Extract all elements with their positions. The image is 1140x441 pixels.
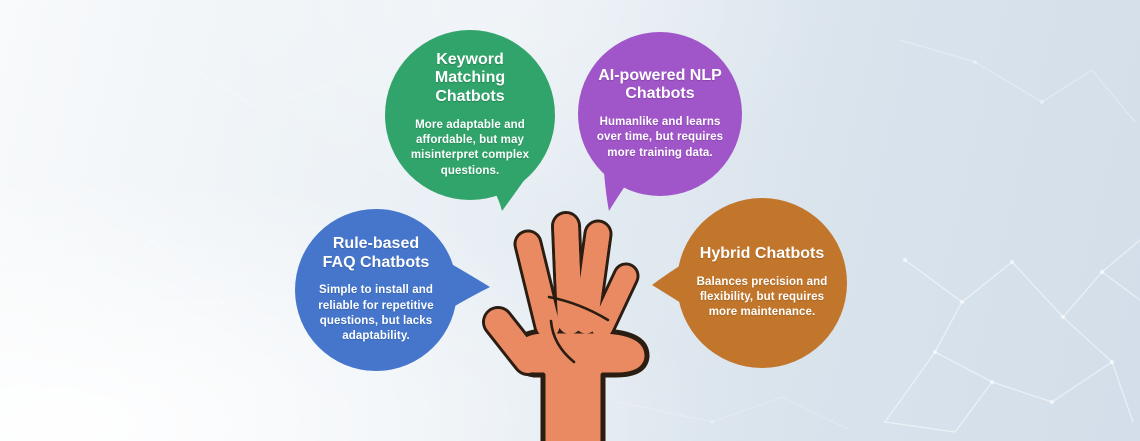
- bubble-title: Rule-based FAQ Chatbots: [322, 235, 430, 271]
- bubble-description: More adaptable and affordable, but may m…: [410, 118, 530, 177]
- bubble-description: Balances precision and flexibility, but …: [696, 275, 828, 319]
- bubble-description: Simple to install and reliable for repet…: [318, 284, 434, 343]
- hand-finger-joins: [485, 214, 637, 373]
- bubble-description: Humanlike and learns over time, but requ…: [596, 115, 724, 159]
- bubble-keyword-matching-chatbots: Keyword Matching Chatbots More adaptable…: [385, 30, 555, 200]
- bubble-rule-based-faq-chatbots: Rule-based FAQ Chatbots Simple to instal…: [295, 209, 457, 371]
- network-nodes: [100, 60, 1115, 424]
- hand-palm: [512, 328, 650, 441]
- bubble-ai-powered-nlp-chatbots: AI-powered NLP Chatbots Humanlike and le…: [578, 32, 742, 196]
- network-lines-top: [179, 39, 1136, 123]
- palm-crease-lower: [549, 319, 576, 364]
- bubble-hybrid-chatbots: Hybrid Chatbots Balances precision and f…: [677, 198, 847, 368]
- network-lines-right: [883, 239, 1140, 433]
- bubble-title: Hybrid Chatbots: [699, 245, 825, 263]
- rule-bubble-tail: [448, 262, 490, 310]
- network-lines-left: [29, 119, 851, 431]
- bubble-title: AI-powered NLP Chatbots: [598, 66, 722, 103]
- bubble-title: Keyword Matching Chatbots: [434, 50, 506, 105]
- palm-crease-upper: [547, 295, 610, 322]
